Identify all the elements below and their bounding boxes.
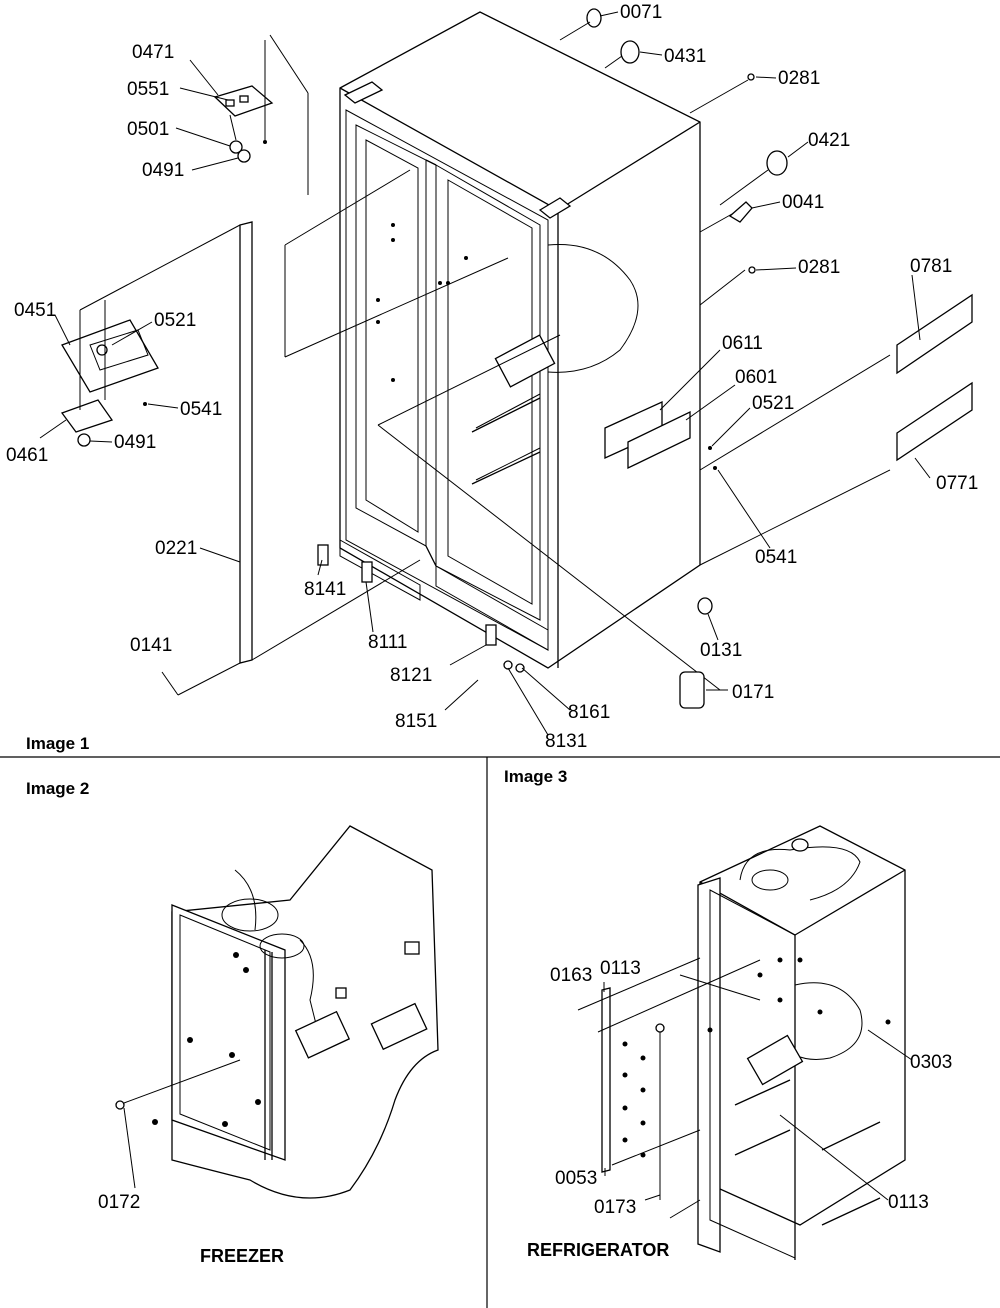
callout-0551: 0551 bbox=[127, 79, 169, 100]
callout-0171: 0171 bbox=[732, 682, 774, 703]
hinge-assembly-top bbox=[213, 40, 274, 163]
image3-refrigerator: Image 3 bbox=[504, 767, 952, 1260]
callout-8161: 8161 bbox=[568, 702, 610, 723]
callout-0521-left: 0521 bbox=[154, 310, 196, 331]
image1-label: Image 1 bbox=[26, 734, 89, 753]
callout-8121: 8121 bbox=[390, 665, 432, 686]
image2-caption: FREEZER bbox=[200, 1246, 284, 1266]
callout-8151: 8151 bbox=[395, 711, 437, 732]
callout-0451: 0451 bbox=[14, 300, 56, 321]
callout-8141: 8141 bbox=[304, 579, 346, 600]
callout-0113-top: 0113 bbox=[600, 958, 641, 979]
callout-0491-top: 0491 bbox=[142, 160, 184, 181]
callout-8131: 8131 bbox=[545, 731, 587, 752]
callout-0071: 0071 bbox=[620, 2, 662, 23]
callout-0303: 0303 bbox=[910, 1052, 952, 1073]
callout-0113-bottom: 0113 bbox=[888, 1192, 929, 1213]
callout-0431: 0431 bbox=[664, 46, 706, 67]
callout-0771: 0771 bbox=[936, 473, 978, 494]
callout-0221: 0221 bbox=[155, 538, 197, 559]
hinge-assembly-bottom bbox=[60, 300, 159, 447]
callout-0281: 0281 bbox=[778, 68, 820, 89]
callout-0131: 0131 bbox=[700, 640, 742, 661]
callout-0141: 0141 bbox=[130, 635, 172, 656]
image1-cabinet bbox=[269, 11, 891, 691]
top-cap-parts bbox=[559, 8, 788, 274]
callout-0421: 0421 bbox=[808, 130, 850, 151]
callout-0041: 0041 bbox=[782, 192, 824, 213]
callout-0501: 0501 bbox=[127, 119, 169, 140]
image1-callouts: 0071 0431 0281 0421 0041 0281 0781 0611 … bbox=[6, 2, 978, 753]
image3-label: Image 3 bbox=[504, 767, 567, 786]
image2-freezer: Image 2 0172 FREEZER bbox=[26, 779, 439, 1266]
image1-leader-lines bbox=[39, 11, 931, 736]
callout-0173: 0173 bbox=[594, 1197, 636, 1218]
callout-0601: 0601 bbox=[735, 367, 777, 388]
image2-label: Image 2 bbox=[26, 779, 89, 798]
callout-0541-right: 0541 bbox=[755, 547, 797, 568]
side-trim-parts bbox=[604, 293, 973, 709]
callout-0611: 0611 bbox=[722, 333, 763, 354]
gasket-strip-0221 bbox=[79, 221, 421, 696]
callout-0541-left: 0541 bbox=[180, 399, 222, 420]
callout-0281-lower: 0281 bbox=[798, 257, 840, 278]
bottom-brackets bbox=[317, 544, 525, 673]
callout-0471: 0471 bbox=[132, 42, 174, 63]
callout-8111: 8111 bbox=[368, 632, 407, 653]
callout-0491-bottom: 0491 bbox=[114, 432, 156, 453]
callout-0461: 0461 bbox=[6, 445, 48, 466]
callout-0053: 0053 bbox=[555, 1168, 597, 1189]
callout-0781: 0781 bbox=[910, 256, 952, 277]
callout-0521-right: 0521 bbox=[752, 393, 794, 414]
callout-0172: 0172 bbox=[98, 1192, 140, 1213]
callout-0163: 0163 bbox=[550, 965, 592, 986]
image3-caption: REFRIGERATOR bbox=[527, 1240, 669, 1260]
